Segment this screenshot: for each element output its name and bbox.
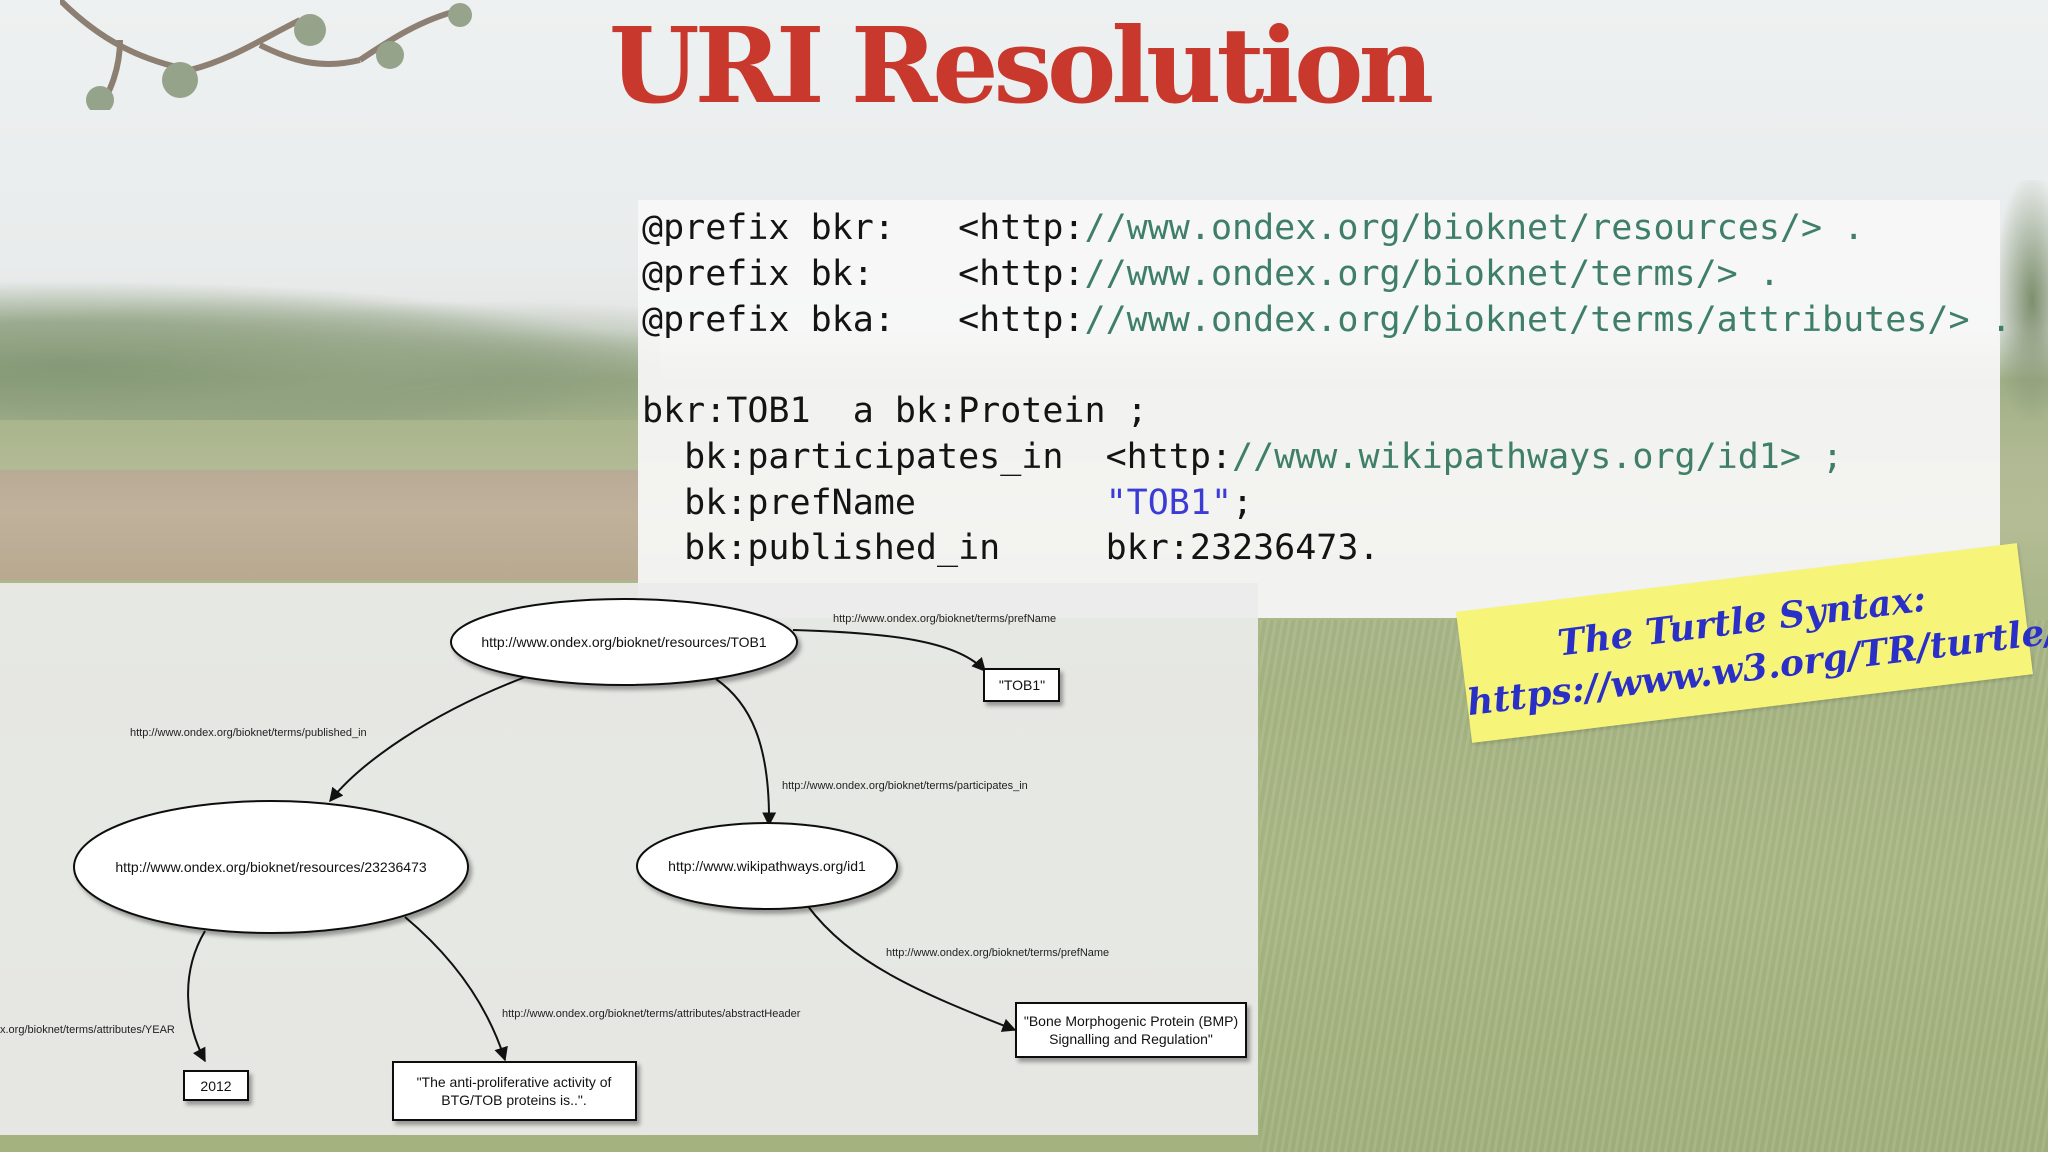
code-line-subject: bkr:TOB1 a bk:Protein ; <box>642 391 1148 431</box>
code-line-prefix-bk: @prefix bk: <http://www.ondex.org/biokne… <box>642 254 1780 294</box>
literal-tob1 <box>983 668 1060 702</box>
literal-tob1-label: "TOB1" <box>999 677 1045 693</box>
tree-right <box>1995 180 2048 420</box>
literal-abstract-line2: BTG/TOB proteins is..". <box>441 1092 587 1108</box>
edge-label-participates-in: http://www.ondex.org/bioknet/terms/parti… <box>782 780 1028 792</box>
literal-bmp-line1: "Bone Morphogenic Protein (BMP) <box>1024 1013 1238 1029</box>
literal-year <box>183 1070 249 1101</box>
slide-title: URI Resolution <box>608 4 1434 127</box>
edge-label-year: x.org/bioknet/terms/attributes/YEAR <box>0 1024 175 1036</box>
code-line-prefix-bka: @prefix bka: <http://www.ondex.org/biokn… <box>642 300 2012 340</box>
tree-line <box>0 280 660 420</box>
literal-bmp <box>1015 1002 1247 1058</box>
node-pub-label: http://www.ondex.org/bioknet/resources/2… <box>115 859 427 875</box>
literal-year-label: 2012 <box>200 1078 231 1094</box>
plowed-field <box>0 470 640 580</box>
node-tob1-label: http://www.ondex.org/bioknet/resources/T… <box>481 634 767 650</box>
rdf-graph: http://www.ondex.org/bioknet/terms/prefN… <box>0 598 1247 1121</box>
code-line-prefix-bkr: @prefix bkr: <http://www.ondex.org/biokn… <box>642 208 1865 248</box>
tree-branch <box>60 0 472 110</box>
edge-label-published-in: http://www.ondex.org/bioknet/terms/publi… <box>130 727 367 739</box>
edge-prefname-top <box>792 629 986 673</box>
code-line-participates: bk:participates_in <http://www.wikipathw… <box>642 437 1844 477</box>
edge-abstract-header <box>404 916 508 1062</box>
edge-participates-in <box>715 678 777 827</box>
literal-abstract <box>392 1061 637 1121</box>
node-pub <box>73 800 469 934</box>
code-line-published: bk:published_in bkr:23236473. <box>642 528 1380 568</box>
edge-label-prefname-top: http://www.ondex.org/bioknet/terms/prefN… <box>833 613 1056 625</box>
node-wiki-label: http://www.wikipathways.org/id1 <box>668 858 866 874</box>
node-wiki <box>636 822 898 910</box>
edge-published-in <box>329 675 529 803</box>
literal-bmp-line2: Signalling and Regulation" <box>1049 1031 1213 1047</box>
turtle-code-panel <box>638 200 2000 618</box>
node-tob1 <box>450 598 798 686</box>
edge-label-abstract-header: http://www.ondex.org/bioknet/terms/attri… <box>502 1008 801 1020</box>
edge-label-prefname-wiki: http://www.ondex.org/bioknet/terms/prefN… <box>886 947 1109 959</box>
literal-abstract-line1: "The anti-proliferative activity of <box>417 1074 612 1090</box>
edge-year <box>187 930 206 1063</box>
edge-prefname-wiki <box>806 904 1017 1032</box>
code-line-prefname: bk:prefName "TOB1"; <box>642 483 1254 523</box>
